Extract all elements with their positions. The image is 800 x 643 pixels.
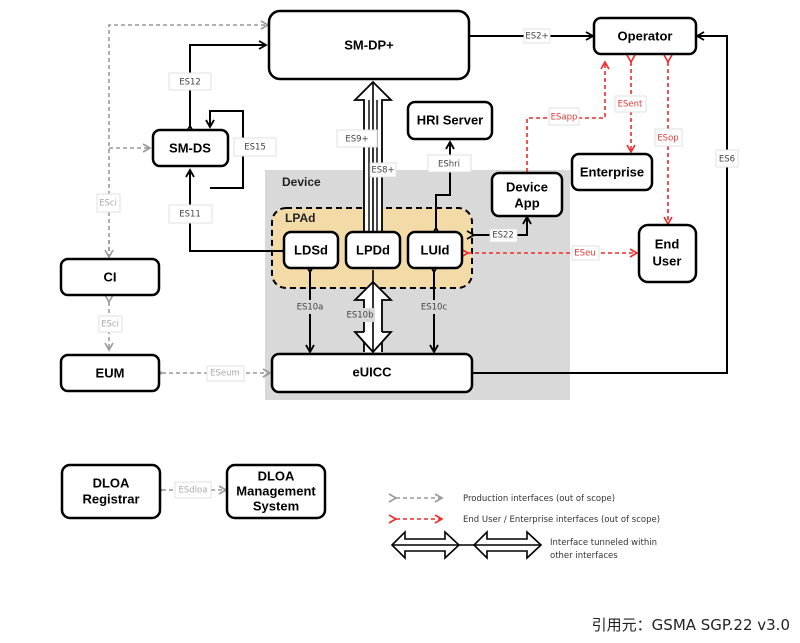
svg-text:Device: Device: [506, 179, 548, 194]
label-es8: ES8+: [369, 162, 397, 178]
svg-text:ESdloa: ESdloa: [179, 486, 208, 496]
label-es9: ES9+: [336, 129, 378, 148]
svg-text:User: User: [653, 253, 682, 268]
device-app-node[interactable]: Device App: [490, 171, 564, 218]
luid-node[interactable]: LUId: [406, 230, 464, 270]
dloa-management-system-node[interactable]: DLOA Management System: [225, 463, 327, 520]
euicc-node[interactable]: eUICC: [270, 352, 474, 394]
svg-text:ESci: ESci: [99, 199, 117, 209]
label-es2: ES2+: [523, 28, 551, 44]
label-esapp: ESapp: [548, 107, 580, 126]
dloa-registrar-node[interactable]: DLOA Registrar: [60, 463, 162, 520]
legend-enduser: End User / Enterprise interfaces (out of…: [388, 514, 660, 525]
svg-text:EUM: EUM: [96, 365, 125, 380]
operator-node[interactable]: Operator: [592, 16, 698, 56]
svg-text:eUICC: eUICC: [352, 364, 392, 379]
svg-text:CI: CI: [104, 269, 117, 284]
svg-text:End: End: [655, 236, 680, 251]
svg-text:Management: Management: [236, 483, 316, 498]
label-eseum: ESeum: [206, 365, 245, 382]
svg-text:DLOA: DLOA: [258, 468, 295, 483]
device-region-label: Device: [282, 175, 321, 189]
svg-text:ES10a: ES10a: [297, 303, 324, 313]
svg-text:ES11: ES11: [179, 210, 201, 220]
svg-text:other interfaces: other interfaces: [550, 551, 618, 561]
hri-server-node[interactable]: HRI Server: [406, 100, 494, 141]
svg-text:SM-DS: SM-DS: [169, 140, 211, 155]
svg-text:ESop: ESop: [657, 134, 678, 144]
label-es6: ES6: [715, 149, 739, 168]
svg-text:ES2+: ES2+: [525, 32, 548, 42]
legend-tunnel: Interface tunneled within other interfac…: [390, 530, 657, 561]
svg-text:System: System: [253, 498, 299, 513]
legend: Production interfaces (out of scope) End…: [388, 493, 660, 561]
svg-text:Production interfaces (out of: Production interfaces (out of scope): [463, 494, 615, 504]
lpad-region-label: LPAd: [285, 211, 315, 225]
svg-text:Interface tunneled within: Interface tunneled within: [550, 538, 657, 548]
svg-text:LUId: LUId: [421, 242, 450, 257]
svg-text:ESent: ESent: [618, 100, 643, 110]
legend-production: Production interfaces (out of scope): [388, 493, 615, 504]
label-es22: ES22: [489, 228, 518, 243]
esci-to-smdp-line: [108, 20, 270, 258]
end-user-node[interactable]: End User: [637, 223, 698, 284]
smdp-node[interactable]: SM-DP+: [267, 9, 471, 81]
citation: 引用元：GSMA SGP.22 v3.0: [591, 616, 790, 634]
svg-text:ESci: ESci: [101, 320, 119, 330]
label-esci-bottom: ESci: [98, 315, 123, 333]
svg-text:App: App: [514, 195, 539, 210]
es12-line: [185, 40, 268, 134]
svg-text:ES15: ES15: [244, 143, 266, 153]
ldsd-node[interactable]: LDSd: [282, 230, 340, 270]
label-es10a: ES10a: [294, 300, 326, 314]
svg-text:EShri: EShri: [438, 160, 460, 170]
label-esent: ESent: [614, 95, 647, 113]
svg-text:ESapp: ESapp: [551, 113, 578, 123]
svg-text:ESeu: ESeu: [574, 249, 595, 259]
label-eshri: EShri: [427, 154, 472, 173]
svg-text:LPDd: LPDd: [356, 242, 390, 257]
svg-text:LDSd: LDSd: [294, 242, 328, 257]
eum-node[interactable]: EUM: [59, 353, 161, 393]
label-esdloa: ESdloa: [174, 481, 212, 499]
svg-text:ES22: ES22: [492, 231, 514, 241]
es11-line: [185, 168, 290, 256]
svg-text:ES10c: ES10c: [421, 303, 448, 313]
label-es12: ES12: [168, 72, 212, 91]
es6-line: [464, 31, 728, 378]
svg-text:End User / Enterprise interfac: End User / Enterprise interfaces (out of…: [463, 515, 660, 525]
svg-text:SM-DP+: SM-DP+: [344, 37, 394, 52]
svg-text:ESeum: ESeum: [210, 369, 240, 379]
svg-text:Registrar: Registrar: [82, 491, 139, 506]
svg-text:Operator: Operator: [618, 28, 673, 43]
svg-text:ES6: ES6: [719, 155, 735, 165]
label-eseu: ESeu: [571, 245, 600, 261]
svg-text:DLOA: DLOA: [93, 475, 130, 490]
svg-text:ES9+: ES9+: [345, 135, 368, 145]
label-es15: ES15: [233, 137, 277, 157]
label-es11: ES11: [168, 204, 213, 224]
label-esci-top: ESci: [96, 193, 121, 213]
label-es10c: ES10c: [418, 300, 450, 314]
enterprise-node[interactable]: Enterprise: [570, 152, 654, 192]
svg-text:ES8+: ES8+: [371, 166, 394, 176]
smds-node[interactable]: SM-DS: [151, 128, 230, 168]
svg-text:Enterprise: Enterprise: [580, 164, 644, 179]
label-esop: ESop: [654, 128, 683, 147]
svg-text:HRI Server: HRI Server: [417, 112, 483, 127]
svg-text:ES12: ES12: [179, 78, 201, 88]
svg-text:ES10b: ES10b: [347, 311, 374, 321]
lpdd-node[interactable]: LPDd: [344, 230, 402, 270]
ci-node[interactable]: CI: [59, 257, 161, 297]
label-es10b: ES10b: [345, 308, 375, 322]
